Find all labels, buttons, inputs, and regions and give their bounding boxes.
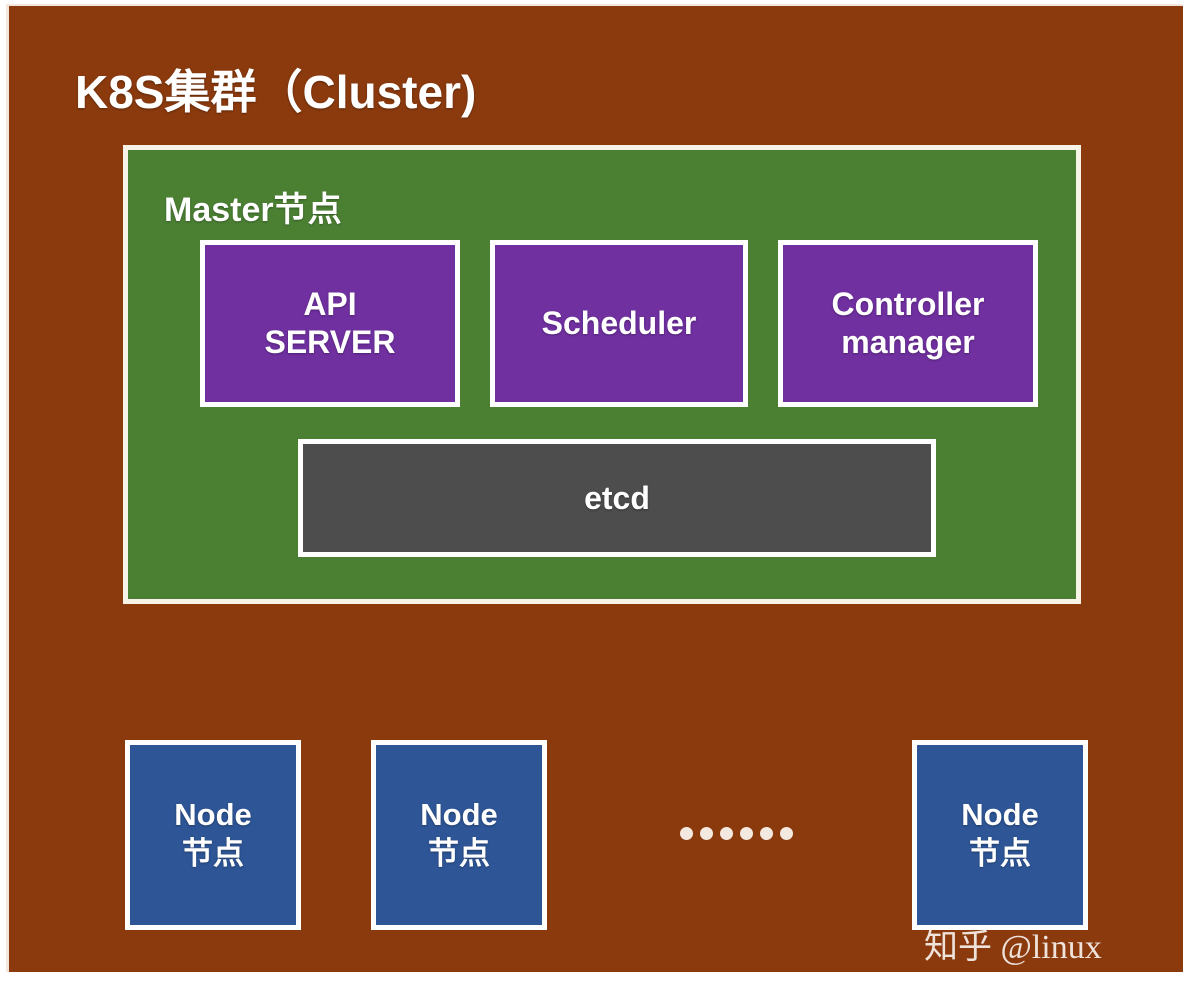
master-component-row: API SERVER Scheduler Controller manager (200, 240, 1038, 407)
page-title: K8S集群（Cluster) (75, 66, 477, 118)
component-api-server-line2: SERVER (264, 323, 396, 360)
ellipsis-dot (719, 826, 733, 840)
worker-node-row: Node 节点 Node 节点 Node 节点 (125, 740, 1088, 932)
worker-node-3: Node 节点 (912, 740, 1088, 930)
component-controller-manager-line1: Controller (831, 285, 985, 322)
ellipsis-dot (779, 826, 793, 840)
ellipsis-dot (699, 826, 713, 840)
worker-node-1: Node 节点 (125, 740, 301, 930)
component-api-server: API SERVER (200, 240, 460, 407)
component-etcd: etcd (298, 439, 936, 557)
master-node-panel: Master节点 API SERVER Scheduler Controller (123, 145, 1081, 604)
master-node-label: Master节点 (164, 191, 342, 229)
worker-node-2: Node 节点 (371, 740, 547, 930)
worker-node-1-line1: Node (174, 797, 252, 833)
worker-node-1-line2: 节点 (182, 836, 244, 871)
component-scheduler-line1: Scheduler (541, 304, 697, 341)
component-controller-manager: Controller manager (778, 240, 1038, 407)
watermark: 知乎 @linux (924, 929, 1102, 966)
component-api-server-line1: API (303, 285, 357, 322)
ellipsis-dot (679, 826, 693, 840)
worker-node-2-line2: 节点 (428, 836, 490, 871)
worker-node-3-line1: Node (961, 797, 1039, 833)
k8s-cluster-panel: K8S集群（Cluster) Master节点 API SERVER Sched… (6, 4, 1183, 972)
ellipsis-dot (759, 826, 773, 840)
component-scheduler: Scheduler (490, 240, 748, 407)
worker-node-2-line1: Node (420, 797, 498, 833)
ellipsis-dot (739, 826, 753, 840)
component-controller-manager-line2: manager (841, 323, 975, 360)
component-etcd-label: etcd (584, 479, 650, 516)
worker-node-3-line2: 节点 (969, 836, 1031, 871)
node-ellipsis-icon (661, 818, 811, 848)
